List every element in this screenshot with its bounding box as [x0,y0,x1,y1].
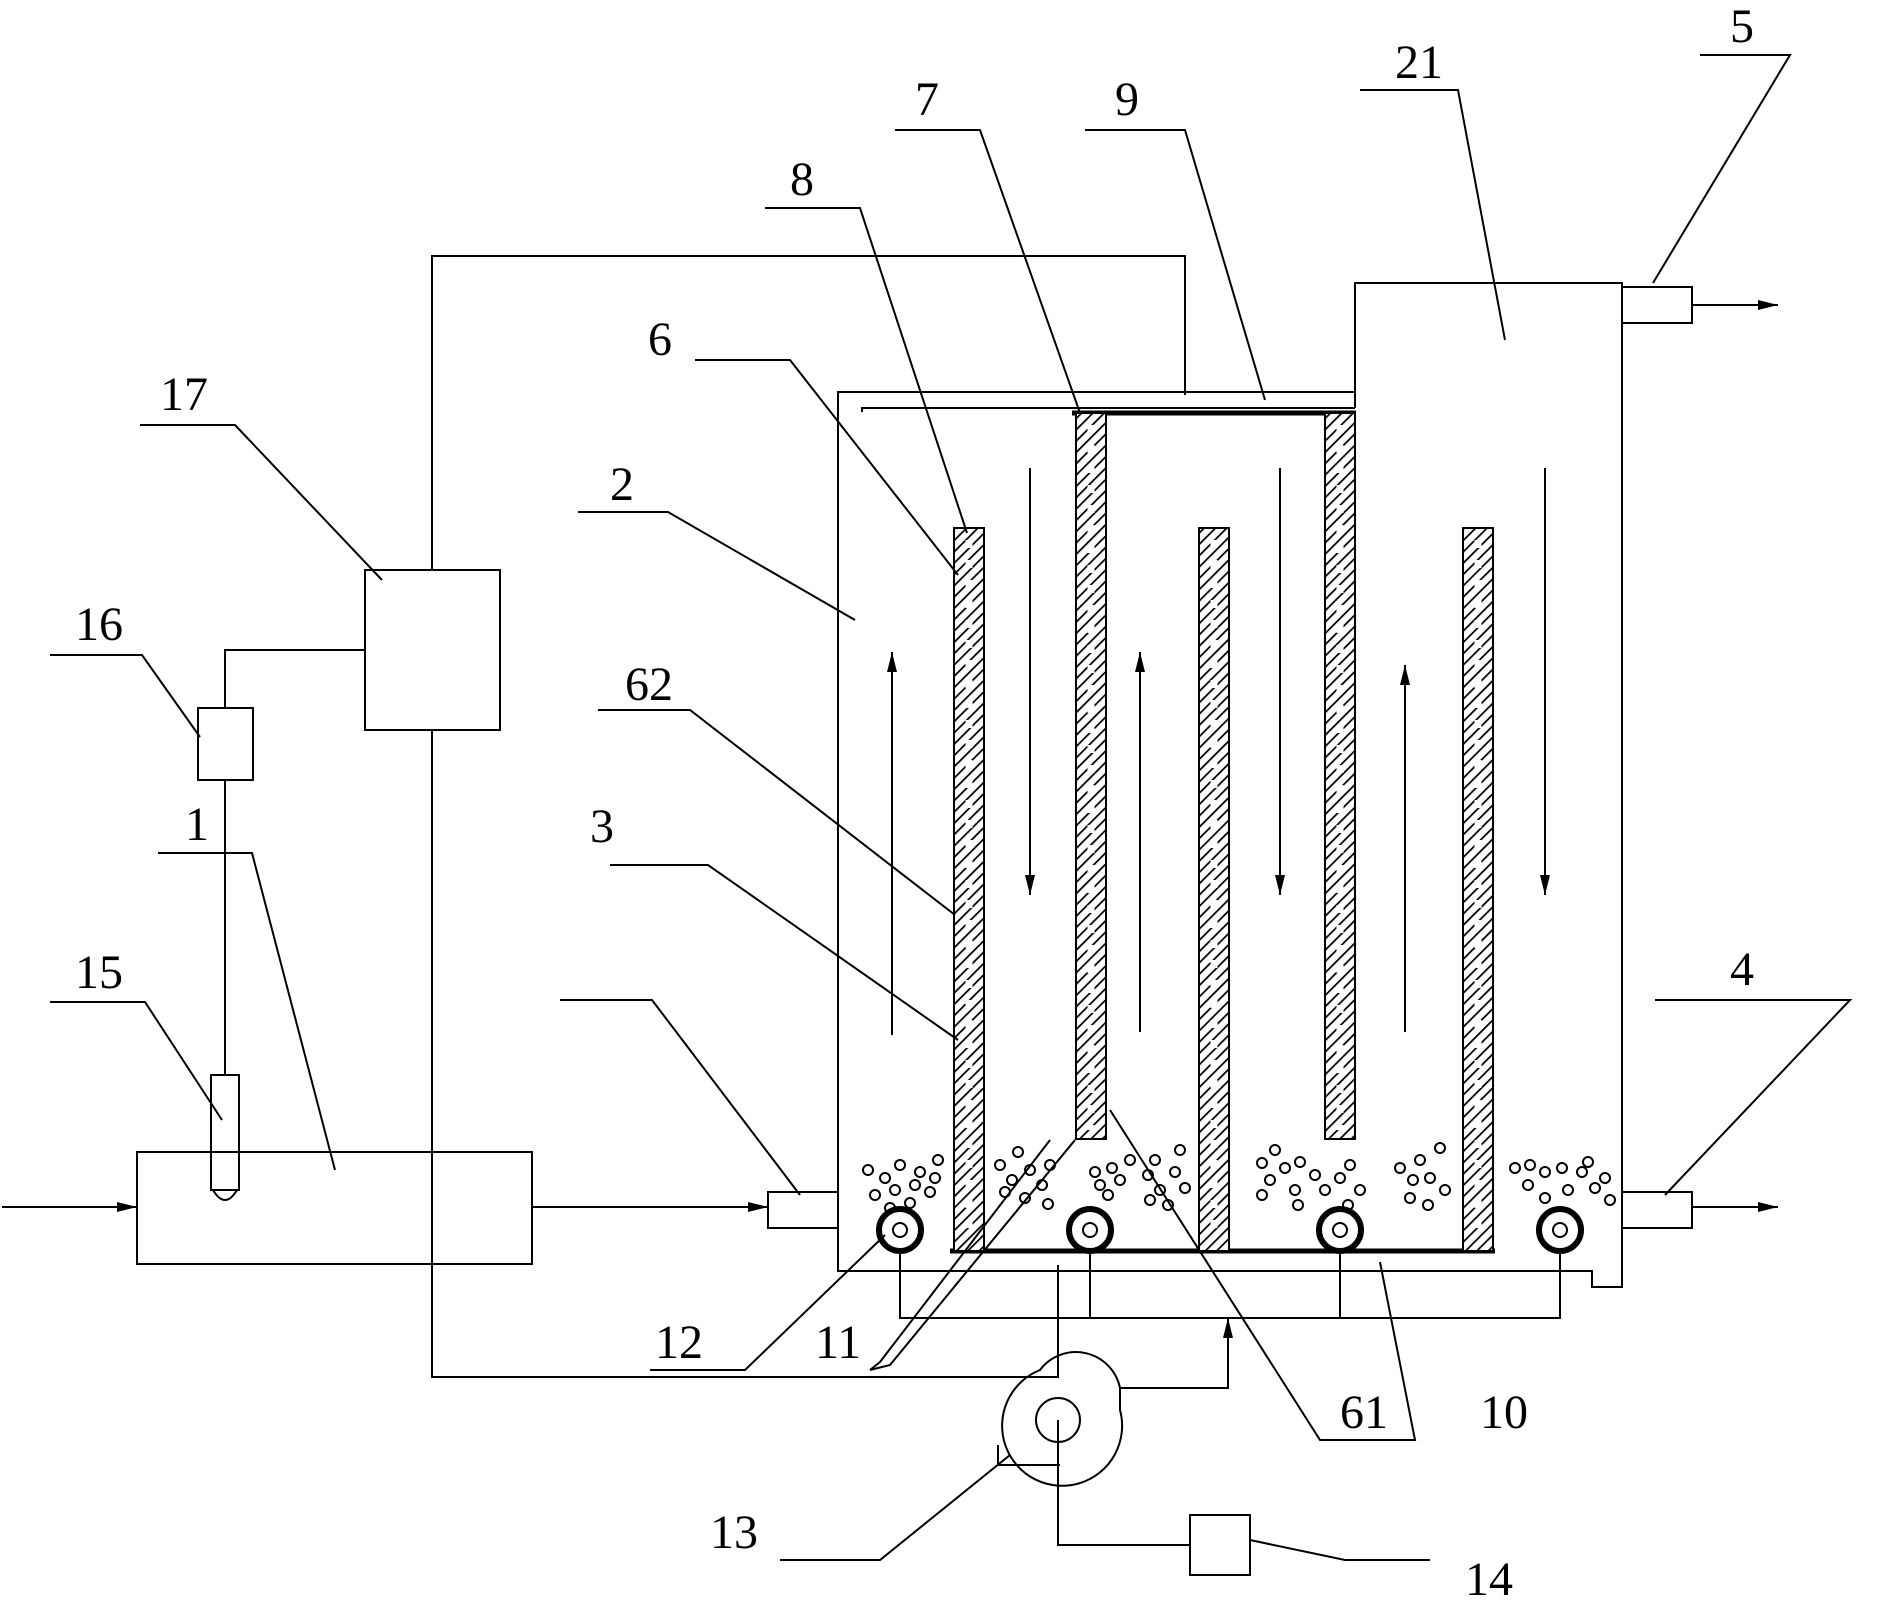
label-21: 21 [1395,36,1443,89]
electrode-plate-7 [1075,412,1107,1140]
label-4: 4 [1730,943,1754,996]
reactor-vessel-2 [837,391,1355,1272]
label-15: 15 [75,946,123,999]
electrode-plate-d [1324,412,1356,1140]
electrode-plate-8 [953,527,985,1252]
sensor-probe-15 [210,1074,240,1201]
label-3: 3 [590,800,614,853]
label-61: 61 [1340,1386,1388,1439]
label-10: 10 [1480,1386,1528,1439]
controller-top-wire [431,255,1186,570]
electrode-plates [953,412,1494,1252]
label-7: 7 [915,73,939,126]
label-5: 5 [1730,0,1754,53]
label-17: 17 [160,368,208,421]
motor-14 [1189,1514,1251,1576]
flow-arrows [887,468,1550,1035]
aerator-head [1316,1206,1364,1254]
label-2: 2 [610,458,634,511]
transmitter-16 [197,707,254,781]
label-14: 14 [1465,1553,1513,1606]
blower-feed-line [1120,1318,1233,1389]
transmitter-to-controller-line [224,649,365,708]
outlet-chamber-21 [1354,282,1623,1288]
part-labels: 1 2 3 4 5 6 7 8 9 10 11 12 13 14 15 16 1… [75,0,1754,1606]
leader-lines [50,54,1853,1561]
water-inlet-3 [767,1191,839,1229]
water-outlet-5 [1621,286,1778,324]
water-outlet-4 [1621,1191,1778,1229]
electrode-plate-e [1462,527,1494,1252]
label-13: 13 [710,1506,758,1559]
blower-13 [997,1351,1124,1487]
label-1: 1 [185,798,209,851]
label-62: 62 [625,658,673,711]
label-8: 8 [790,153,814,206]
motor-wire [1057,1420,1190,1546]
electrode-plate-c [1198,527,1230,1252]
label-16: 16 [75,598,123,651]
aerator-head [1536,1206,1584,1254]
air-distribution-pipe [899,1250,1561,1319]
label-6: 6 [648,313,672,366]
aerator-head [1066,1206,1114,1254]
label-12: 12 [655,1316,703,1369]
label-9: 9 [1115,73,1139,126]
controller-bottom-wire [431,730,1059,1378]
aerator-head [876,1206,924,1254]
label-11: 11 [815,1316,861,1369]
controller-17 [364,569,501,731]
